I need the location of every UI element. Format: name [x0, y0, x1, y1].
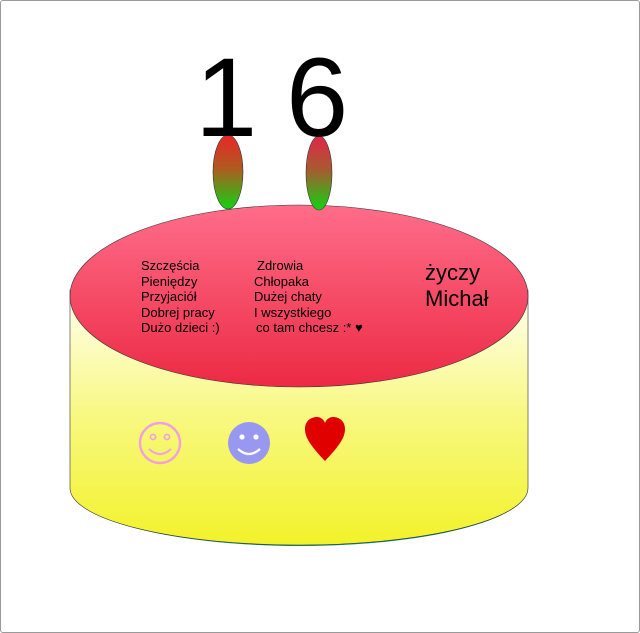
- smiley-filled-icon: [228, 422, 270, 464]
- wish-item: Szczęścia: [141, 258, 200, 273]
- wish-item: Dużej chaty: [254, 289, 322, 304]
- wish-item: Chłopaka: [254, 273, 309, 289]
- candle-left: [212, 134, 244, 210]
- wishes-right-list: Zdrowia Chłopaka Dużej chaty I wszystkie…: [253, 258, 363, 336]
- wish-item: I wszystkiego: [254, 304, 332, 320]
- wish-item: Przyjaciół: [141, 289, 197, 304]
- wish-item: Zdrowia: [257, 258, 304, 273]
- wish-item: Dobrej pracy: [141, 304, 215, 320]
- candle-digit-left: 1: [195, 35, 258, 160]
- candle-right: [305, 135, 333, 211]
- candle-digit-right: 6: [286, 35, 349, 160]
- cake-top: [69, 204, 529, 388]
- wish-item: Pieniędzy: [141, 273, 198, 289]
- heart-icon: [305, 417, 345, 461]
- signature: życzy Michał: [425, 260, 489, 312]
- wish-item: co tam chcesz :* ♥: [256, 320, 363, 335]
- signature-line: Michał: [425, 286, 489, 311]
- smiley-outline-icon: [138, 421, 182, 465]
- wish-item: Dużo dzieci :): [141, 320, 220, 335]
- wishes-left-list: Szczęścia Pieniędzy Przyjaciół Dobrej pr…: [141, 258, 220, 336]
- signature-line: życzy: [425, 260, 480, 285]
